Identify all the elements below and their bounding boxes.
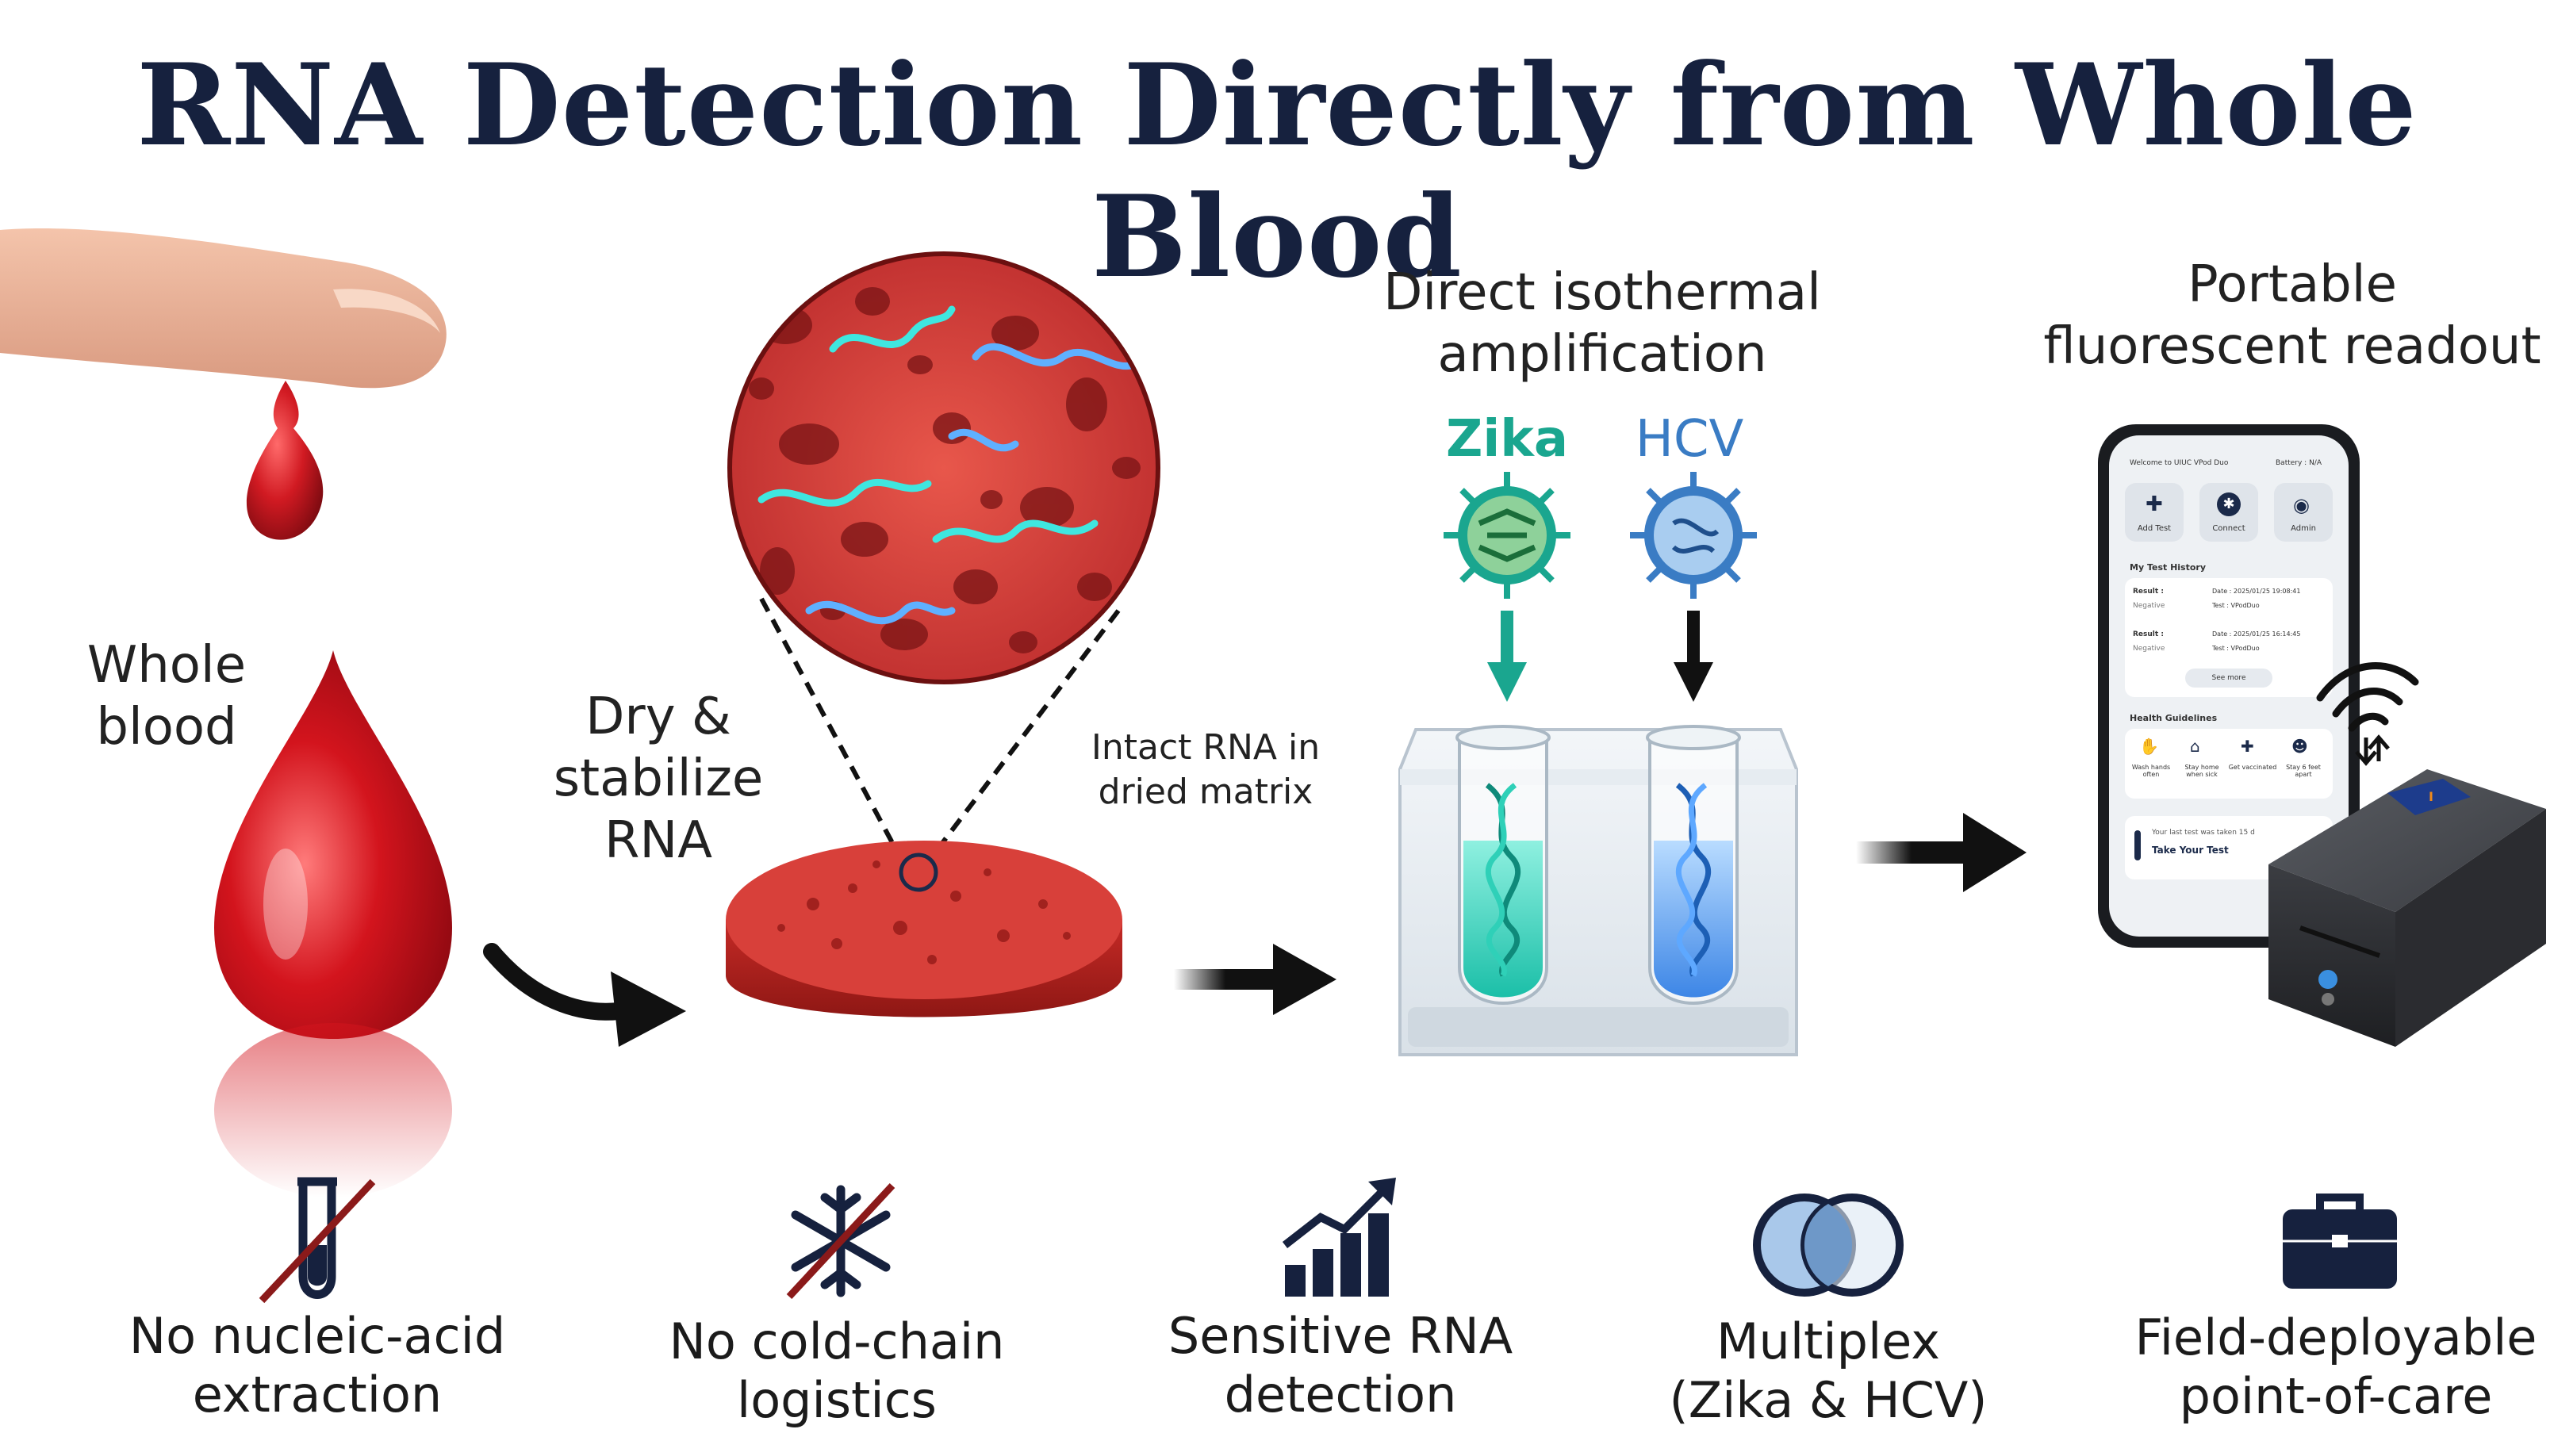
last-test-text: Your last test was taken 15 d <box>2152 829 2255 837</box>
phone-header-left: Welcome to UIUC VPod Duo <box>2130 459 2229 467</box>
guidelines-title: Health Guidelines <box>2130 713 2218 723</box>
portable-reader-device: I <box>2268 769 2546 1047</box>
phone-header-right: Battery : N/A <box>2276 459 2322 467</box>
history-test: Test : VPodDuo <box>2212 602 2260 609</box>
right-arrow-icon <box>1174 944 1336 1015</box>
crossed-snowflake-icon <box>786 1182 895 1300</box>
readout-label: Portable fluorescent readout <box>2043 255 2541 376</box>
feature-label: Sensitive RNA detection <box>1168 1307 1513 1423</box>
feature-label: No nucleic-acid extraction <box>128 1307 506 1423</box>
whole-blood-label: Whole blood <box>86 636 247 757</box>
intact-rna-label: Intact RNA in dried matrix <box>1091 727 1321 812</box>
history-result: Negative <box>2133 645 2165 653</box>
bluetooth-icon: ✱ <box>2217 492 2241 516</box>
history-date: Date : 2025/01/25 19:08:41 <box>2212 588 2301 595</box>
add-test-label: Add Test <box>2137 524 2172 533</box>
briefcase-icon <box>2283 1194 2397 1289</box>
guideline-icon: ✋ <box>2139 737 2159 756</box>
down-arrow-black-icon <box>1674 611 1713 702</box>
connect-button[interactable]: ✱ Connect <box>2199 483 2258 542</box>
connect-label: Connect <box>2212 524 2245 533</box>
guideline-label: Get vaccinated <box>2228 764 2277 771</box>
guidelines-card: ✋ ⌂ ✚ ☻ Wash hands often Stay home when … <box>2125 729 2333 799</box>
history-result-label: Result : <box>2133 588 2164 596</box>
guideline-icon: ⌂ <box>2190 737 2200 756</box>
history-test: Test : VPodDuo <box>2212 645 2260 652</box>
feature-label: No cold-chain logistics <box>669 1312 1005 1429</box>
guideline-label: Wash hands often <box>2131 764 2171 778</box>
zika-virus-icon <box>1444 472 1570 599</box>
dried-matrix-disc <box>726 841 1122 1017</box>
guideline-icon: ☻ <box>2291 737 2308 756</box>
page-title: RNA Detection Directly from Whole Blood <box>136 40 2418 303</box>
rising-bar-chart-icon <box>1282 1178 1396 1297</box>
finger-illustration <box>0 228 447 540</box>
eye-icon: ◉ <box>2293 494 2310 516</box>
history-card: Result : Negative Date : 2025/01/25 19:0… <box>2125 578 2333 697</box>
history-result-label: Result : <box>2133 630 2164 638</box>
magnified-matrix-illustration <box>727 251 1160 874</box>
feature-label: Multiplex (Zika & HCV) <box>1669 1312 1988 1429</box>
take-test-label: Take Your Test <box>2152 845 2229 856</box>
hcv-virus-icon <box>1630 472 1757 599</box>
zika-label: Zika <box>1445 410 1569 469</box>
dry-stabilize-label: Dry & stabilize RNA <box>553 688 764 870</box>
admin-label: Admin <box>2291 524 2316 533</box>
history-result: Negative <box>2133 602 2165 610</box>
svg-text:I: I <box>2429 789 2433 804</box>
guideline-icon: ✚ <box>2241 737 2254 756</box>
amplification-label: Direct isothermal amplification <box>1383 263 1821 384</box>
history-date: Date : 2025/01/25 16:14:45 <box>2212 630 2301 638</box>
wireless-signal-icon <box>2316 662 2419 766</box>
guideline-label: Stay home when sick <box>2184 764 2219 778</box>
down-arrow-teal-icon <box>1487 611 1527 702</box>
overlapping-circles-icon <box>1753 1194 1904 1297</box>
add-test-icon: ✚ <box>2146 492 2163 516</box>
test-history-title: My Test History <box>2130 562 2207 573</box>
feature-label: Field-deployable point-of-care <box>2134 1308 2537 1425</box>
test-tube-icon <box>2134 830 2141 860</box>
tube-rack-illustration <box>1398 725 1798 1056</box>
see-more-button[interactable]: See more <box>2185 669 2272 688</box>
admin-button[interactable]: ◉ Admin <box>2274 483 2333 542</box>
crossed-test-tube-icon <box>259 1177 376 1304</box>
hcv-label: HCV <box>1635 410 1744 469</box>
blood-drop-icon <box>214 650 452 1197</box>
guideline-label: Stay 6 feet apart <box>2286 764 2321 778</box>
curved-arrow-icon <box>483 943 686 1047</box>
add-test-button[interactable]: ✚ Add Test <box>2125 483 2184 542</box>
right-arrow-icon <box>1856 813 2027 892</box>
